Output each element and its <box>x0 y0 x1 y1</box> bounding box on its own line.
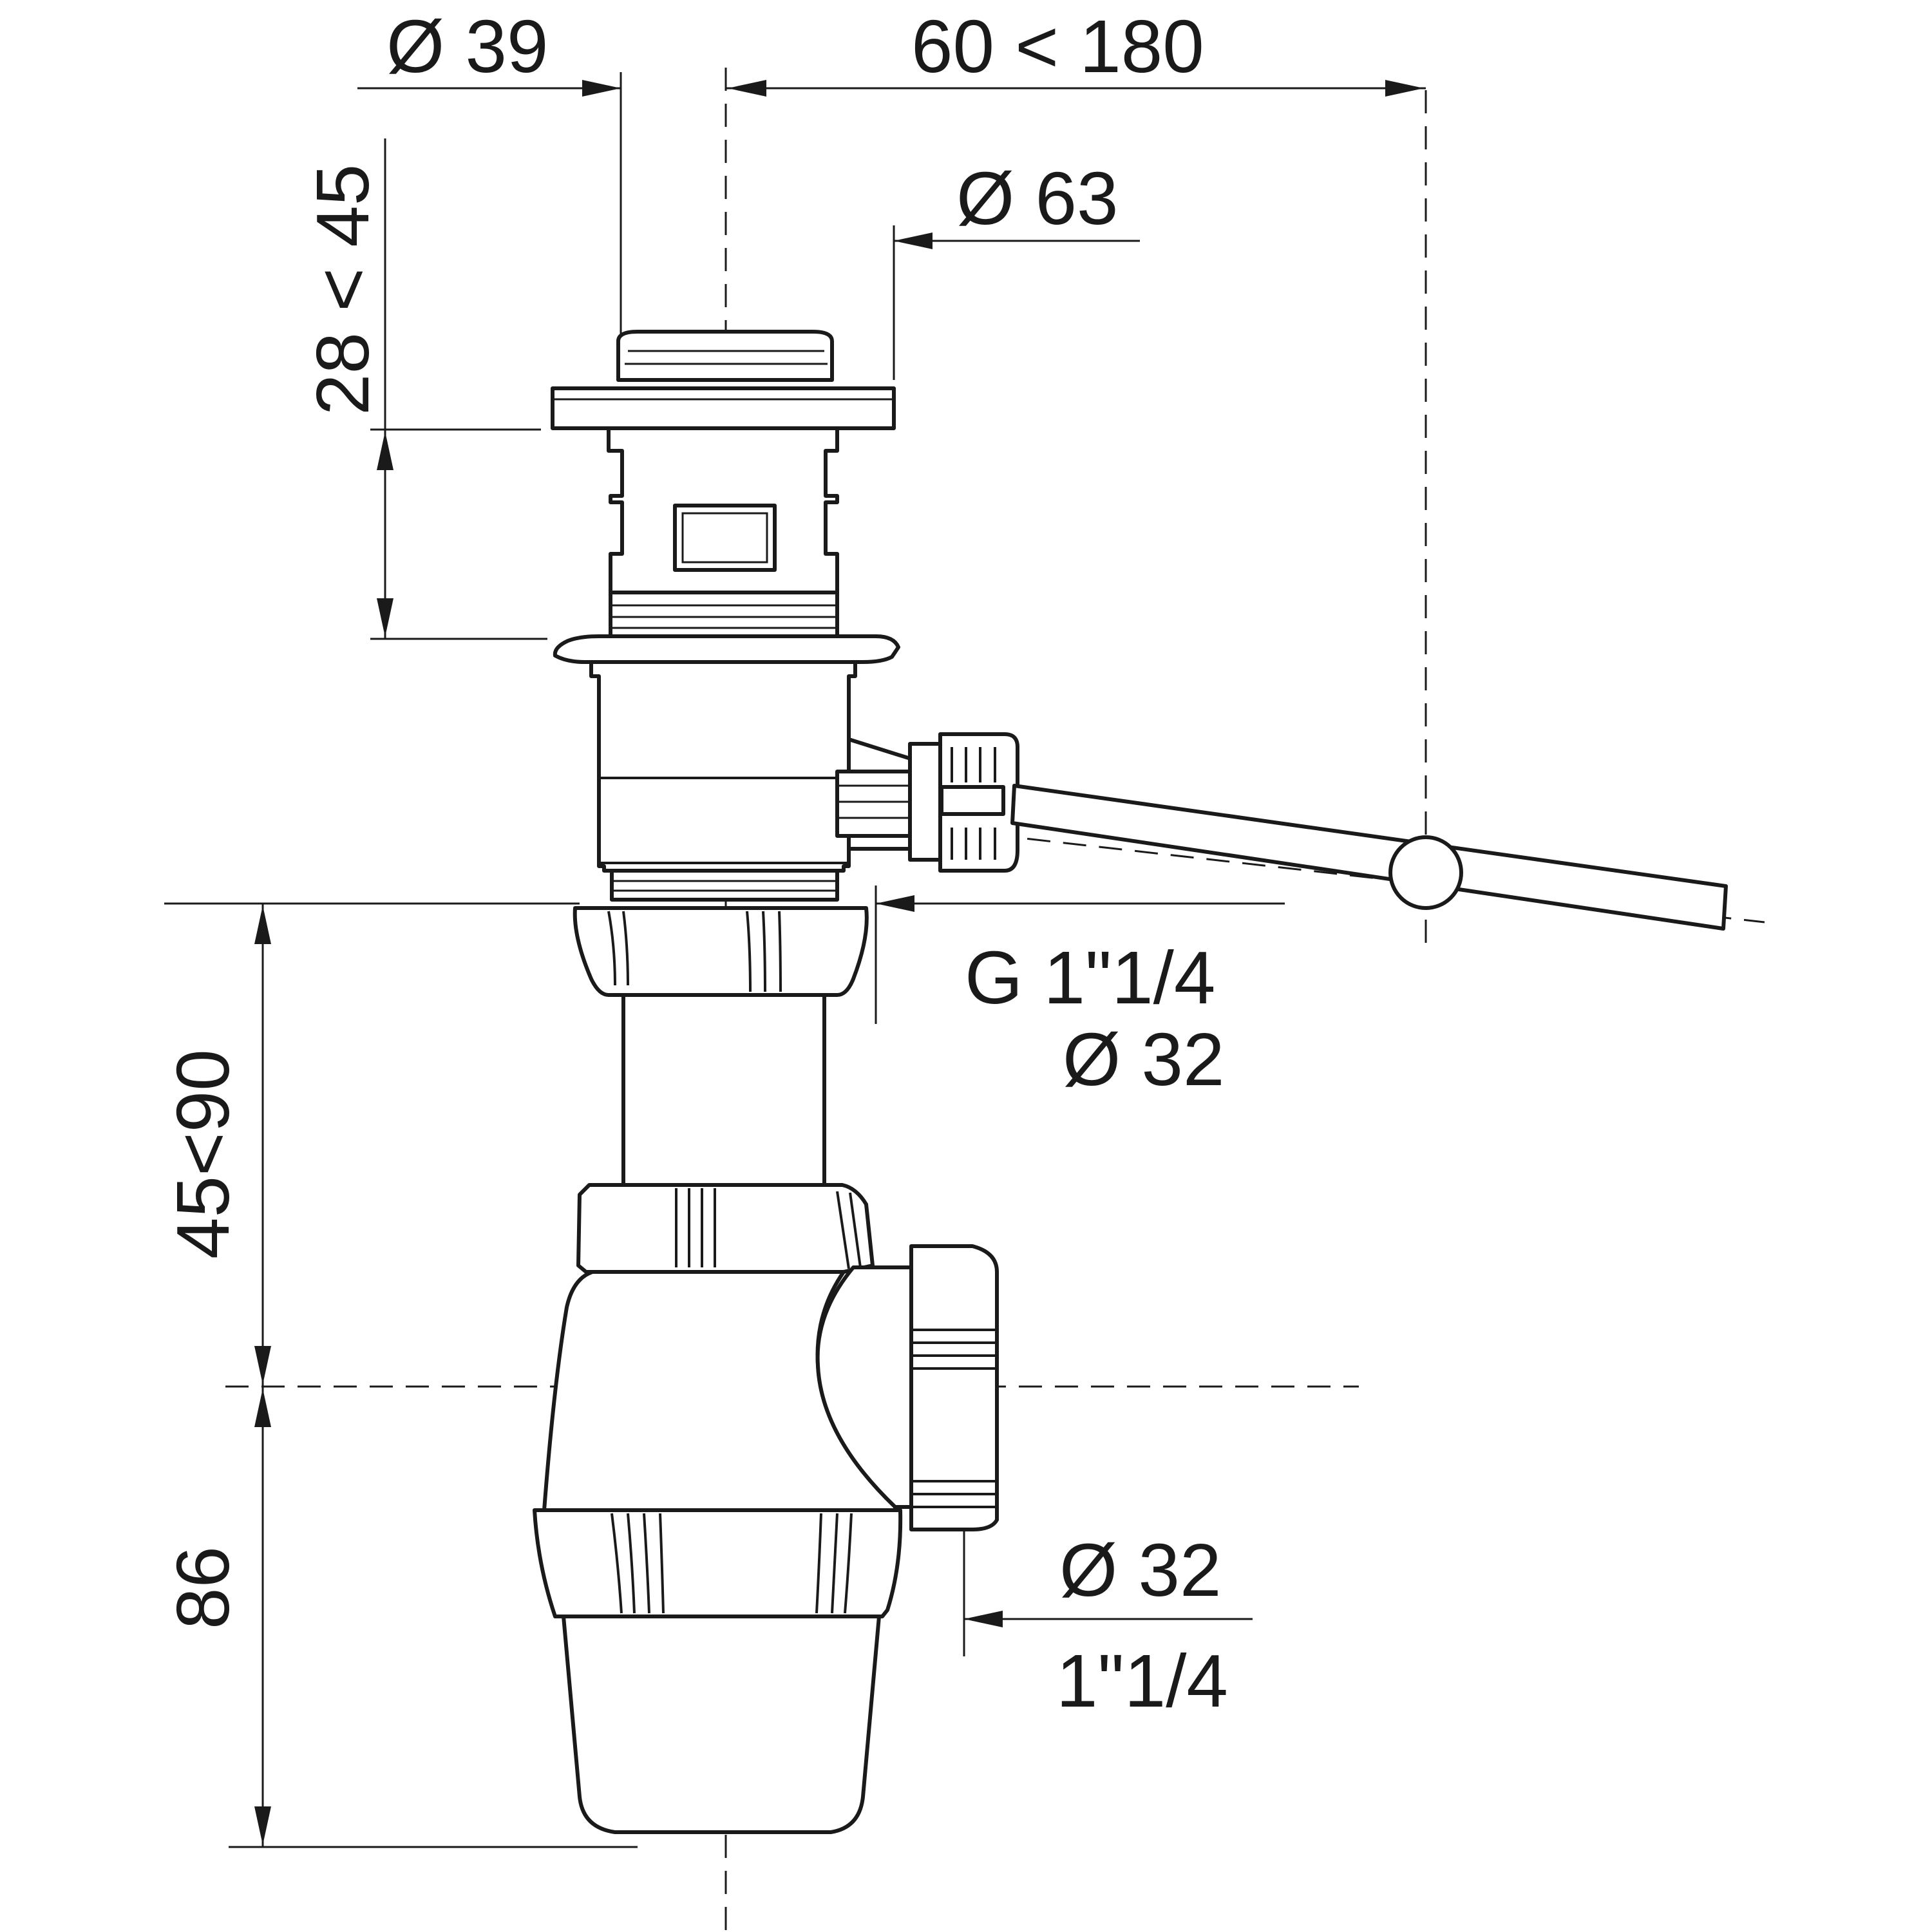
dim-thread-size: G 1"1/4 <box>965 936 1215 1019</box>
waste-body <box>589 660 857 873</box>
bottom-thread <box>610 869 839 902</box>
dim-flange-diameter: Ø 63 <box>956 156 1118 240</box>
dim-cap-diameter: Ø 39 <box>386 5 548 88</box>
pivot-sleeve <box>835 770 916 838</box>
lever-rod <box>1010 784 1728 931</box>
dim-flange-height: 28 < 45 <box>301 164 384 415</box>
dim-outlet-thread: 1"1/4 <box>1056 1639 1228 1723</box>
dim-tailpiece-diameter: Ø 32 <box>1063 1018 1224 1101</box>
outlet-nut <box>909 1244 999 1531</box>
threaded-section <box>609 591 839 639</box>
trap-collar <box>576 1183 875 1274</box>
dim-trap-adjustment: 45<90 <box>161 1049 245 1259</box>
lower-rim <box>553 634 900 664</box>
dim-trap-height: 86 <box>161 1546 245 1629</box>
side-outlet-body <box>815 1265 920 1509</box>
upper-nut <box>573 906 869 997</box>
tailpiece <box>621 993 826 1187</box>
lever-ball <box>1388 835 1463 910</box>
bottle-trap <box>533 906 999 1834</box>
plug-cap <box>616 330 834 382</box>
pop-up-waste <box>551 330 1728 931</box>
trap-cup <box>562 1615 881 1834</box>
lower-collar <box>533 1508 903 1618</box>
dim-lever-reach: 60 < 180 <box>911 5 1204 88</box>
dimension-lines <box>164 72 1426 1848</box>
dim-outlet-diameter: Ø 32 <box>1059 1528 1221 1612</box>
top-flange <box>551 386 896 430</box>
plug-window <box>673 504 777 572</box>
